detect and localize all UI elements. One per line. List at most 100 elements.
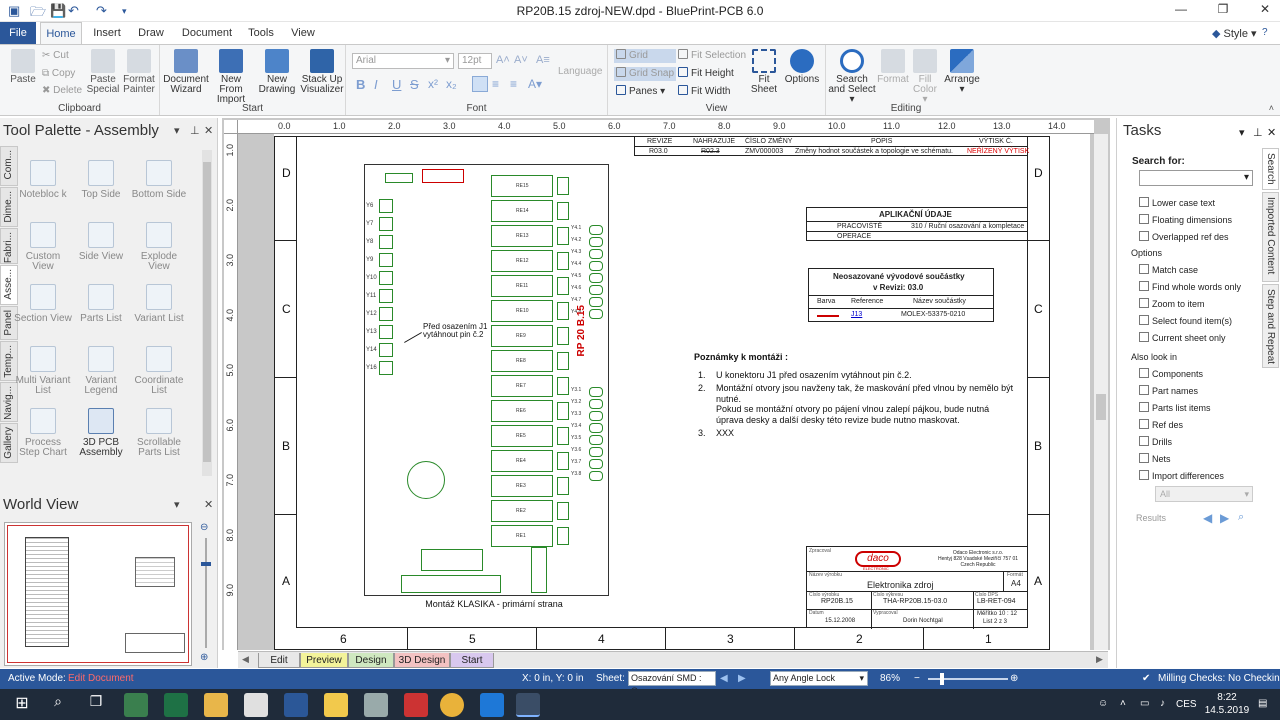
taskbar-app-4-icon[interactable] bbox=[244, 693, 268, 717]
zoom-slider-vertical[interactable]: ⊖ ⊕ bbox=[198, 522, 214, 666]
taskbar-explorer-icon[interactable] bbox=[324, 693, 348, 717]
zoom-thumb[interactable] bbox=[201, 562, 211, 566]
clock-date[interactable]: 14.5.2019 bbox=[1204, 705, 1250, 716]
customize-chevron-icon[interactable]: ▾ bbox=[122, 6, 127, 16]
vtab-dimensions[interactable]: Dime... bbox=[0, 187, 18, 227]
document-wizard-button[interactable]: Document Wizard bbox=[162, 49, 210, 95]
option-checkbox[interactable]: Ref des bbox=[1139, 419, 1183, 430]
taskbar-word-icon[interactable] bbox=[284, 693, 308, 717]
fit-height-button[interactable]: Fit Height bbox=[678, 67, 734, 81]
pin-icon[interactable]: ⊥ bbox=[190, 125, 200, 137]
mode-tab-4[interactable]: 3D Design bbox=[394, 653, 450, 668]
tab-draw[interactable]: Draw bbox=[138, 27, 164, 39]
volume-icon[interactable]: ♪ bbox=[1160, 698, 1165, 709]
sheet-prev-icon[interactable]: ◀ bbox=[720, 673, 728, 684]
search-for-input[interactable]: ▾ bbox=[1139, 170, 1253, 186]
italic-button[interactable]: I bbox=[374, 77, 378, 92]
checkbox-box[interactable] bbox=[1139, 453, 1149, 463]
option-checkbox[interactable]: Lower case text bbox=[1139, 197, 1215, 208]
format-painter-button[interactable]: Format Painter bbox=[120, 49, 158, 95]
zoom-out-icon[interactable]: ⊖ bbox=[200, 522, 209, 533]
windows-start-icon[interactable]: ⊞ bbox=[15, 695, 29, 712]
results-next-icon[interactable]: ▶ bbox=[1220, 511, 1230, 525]
restore-icon[interactable]: ❐ bbox=[1217, 2, 1229, 16]
tool-15[interactable]: Scrollable Parts List bbox=[130, 408, 188, 458]
notifications-icon[interactable]: ▤ bbox=[1258, 698, 1268, 709]
grid-snap-toggle[interactable]: Grid Snap bbox=[614, 67, 676, 81]
tool-9[interactable]: Variant List bbox=[130, 284, 188, 324]
checkbox-box[interactable] bbox=[1139, 385, 1149, 395]
font-family-select[interactable]: Arial▾ bbox=[352, 53, 454, 69]
checkbox-box[interactable] bbox=[1139, 368, 1149, 378]
pane-menu-icon[interactable]: ▾ bbox=[174, 125, 180, 137]
zoom-in-status-icon[interactable]: ⊕ bbox=[1010, 673, 1019, 684]
mode-tab-2[interactable]: Preview bbox=[300, 653, 348, 668]
checkbox-box[interactable] bbox=[1139, 281, 1149, 291]
new-from-import-button[interactable]: New From Import bbox=[208, 49, 254, 105]
tool-5[interactable]: Side View bbox=[72, 222, 130, 262]
search-and-select-button[interactable]: Search and Select ▾ bbox=[828, 49, 876, 105]
sheet-select[interactable]: Osazování SMD : Os bbox=[628, 671, 716, 696]
vtab-fabrication[interactable]: Fabri... bbox=[0, 228, 18, 264]
style-menu[interactable]: ◆ Style ▾ bbox=[1212, 28, 1257, 40]
option-checkbox[interactable]: Select found item(s) bbox=[1139, 315, 1232, 326]
taskbar-search-icon[interactable]: ⌕ bbox=[54, 693, 62, 709]
font-color-icon[interactable]: A▾ bbox=[528, 77, 543, 91]
tool-4[interactable]: Custom View bbox=[14, 222, 72, 272]
option-checkbox[interactable]: Import differences bbox=[1139, 470, 1224, 481]
align-center-icon[interactable]: ≡ bbox=[492, 77, 500, 91]
checkbox-box[interactable] bbox=[1139, 214, 1149, 224]
vtab-navigation[interactable]: Navig... bbox=[0, 382, 18, 422]
option-checkbox[interactable]: Match case bbox=[1139, 264, 1198, 275]
palette-scrollbar[interactable] bbox=[202, 150, 212, 476]
redo-icon[interactable]: ↷ bbox=[96, 3, 107, 18]
tab-view[interactable]: View bbox=[291, 27, 315, 39]
tasks-pin-icon[interactable]: ⊥ bbox=[1253, 127, 1263, 139]
sheet-next-icon[interactable]: ▶ bbox=[738, 673, 746, 684]
underline-button[interactable]: U bbox=[392, 77, 402, 92]
tasks-menu-icon[interactable]: ▾ bbox=[1239, 127, 1245, 139]
font-size-select[interactable]: 12pt bbox=[458, 53, 492, 69]
fit-selection-button[interactable]: Fit Selection bbox=[678, 49, 746, 63]
zoom-slider-track[interactable] bbox=[928, 678, 1008, 680]
option-checkbox[interactable]: Drills bbox=[1139, 436, 1172, 447]
input-language[interactable]: CES bbox=[1176, 699, 1197, 710]
tool-10[interactable]: Multi Variant List bbox=[14, 346, 72, 396]
fit-width-button[interactable]: Fit Width bbox=[678, 85, 730, 99]
drawing-sheet[interactable]: REVIZE NAHRAZUJE ČÍSLO ZMĚNY POPIS VÝTIS… bbox=[238, 134, 1090, 650]
results-prev-icon[interactable]: ◀ bbox=[1203, 511, 1213, 525]
tool-7[interactable]: Section View bbox=[14, 284, 72, 324]
cut-button[interactable]: ✂ Cut bbox=[42, 49, 69, 63]
taskbar-blueprint-icon[interactable] bbox=[516, 693, 540, 717]
arrange-button[interactable]: Arrange ▾ bbox=[942, 49, 982, 95]
mode-tab-5[interactable]: Start bbox=[450, 653, 494, 668]
option-checkbox[interactable]: Parts list items bbox=[1139, 402, 1211, 413]
tab-home[interactable]: Home bbox=[40, 22, 82, 44]
clear-format-icon[interactable]: A≡ bbox=[536, 54, 550, 66]
strikethrough-button[interactable]: S bbox=[410, 77, 419, 92]
taskbar-excel-icon[interactable] bbox=[164, 693, 188, 717]
tool-13[interactable]: Process Step Chart bbox=[14, 408, 72, 458]
taskbar-app-3-icon[interactable] bbox=[204, 693, 228, 717]
option-checkbox[interactable]: Current sheet only bbox=[1139, 332, 1226, 343]
mode-tab-3[interactable]: Design bbox=[348, 653, 394, 668]
tasks-vtab-1[interactable]: Search bbox=[1262, 148, 1279, 190]
taskbar-edge-icon[interactable] bbox=[480, 693, 504, 717]
tabs-prev-icon[interactable]: ◀ bbox=[242, 654, 249, 664]
tool-6[interactable]: Explode View bbox=[130, 222, 188, 272]
network-icon[interactable]: ▭ bbox=[1140, 698, 1150, 709]
tool-11[interactable]: Variant Legend bbox=[72, 346, 130, 396]
tasks-vtab-2[interactable]: Imported Content bbox=[1262, 192, 1279, 282]
taskbar-chrome-icon[interactable] bbox=[440, 693, 464, 717]
zoom-out-status-icon[interactable]: − bbox=[914, 673, 920, 684]
open-icon[interactable]: 🗁 bbox=[30, 4, 47, 19]
vtab-gallery[interactable]: Gallery bbox=[0, 423, 18, 463]
vtab-panel[interactable]: Panel bbox=[0, 306, 18, 340]
save-icon[interactable]: 💾 bbox=[50, 3, 67, 18]
shrink-font-icon[interactable]: A˅ bbox=[514, 54, 528, 66]
canvas-vscrollbar[interactable] bbox=[1094, 134, 1108, 650]
tab-document[interactable]: Document bbox=[181, 27, 233, 39]
option-checkbox[interactable]: Nets bbox=[1139, 453, 1171, 464]
tool-1[interactable]: Notebloc k bbox=[14, 160, 72, 200]
panes-button[interactable]: Panes ▾ bbox=[616, 85, 665, 99]
